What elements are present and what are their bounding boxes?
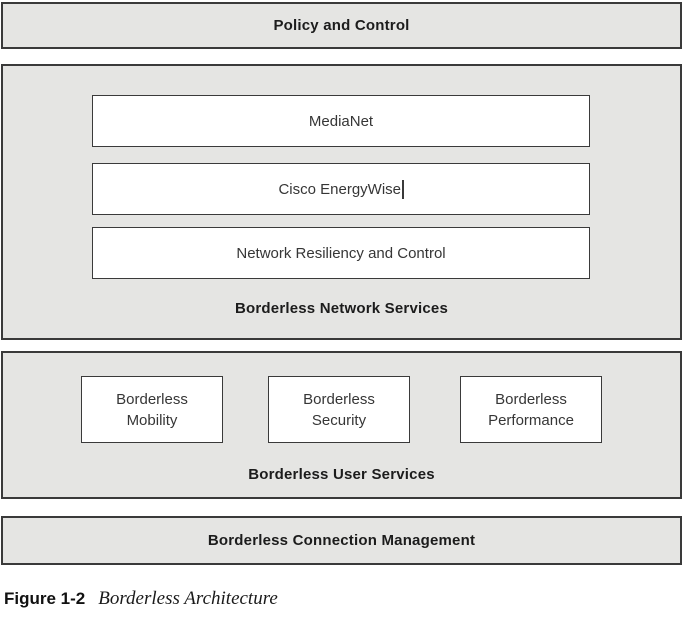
borderless-connection-management-bar: Borderless Connection Management (1, 516, 682, 565)
policy-and-control-bar: Policy and Control (1, 2, 682, 49)
borderless-performance-label: Borderless Performance (488, 390, 574, 429)
borderless-connection-management-label: Borderless Connection Management (207, 532, 476, 549)
borderless-user-services-section: Borderless Mobility Borderless Security … (1, 351, 682, 499)
network-resiliency-box: Network Resiliency and Control (92, 227, 590, 279)
borderless-mobility-label: Borderless Mobility (116, 390, 188, 429)
borderless-user-services-label: Borderless User Services (248, 466, 435, 483)
borderless-security-label: Borderless Security (303, 390, 375, 429)
medianet-box: MediaNet (92, 95, 590, 147)
borderless-mobility-box: Borderless Mobility (81, 376, 223, 443)
borderless-security-box: Borderless Security (268, 376, 410, 443)
text-cursor (402, 179, 404, 199)
medianet-label: MediaNet (308, 112, 374, 130)
borderless-network-services-label: Borderless Network Services (234, 300, 448, 317)
figure-title: Borderless Architecture (98, 588, 278, 609)
figure-number: Figure 1-2 (4, 589, 86, 608)
borderless-performance-box: Borderless Performance (460, 376, 602, 443)
cisco-energywise-label: Cisco EnergyWise (278, 180, 402, 198)
policy-and-control-label: Policy and Control (273, 17, 410, 34)
borderless-network-services-section: MediaNet Cisco EnergyWise Network Resili… (1, 64, 682, 340)
figure-caption: Figure 1-2 Borderless Architecture (4, 588, 278, 610)
cisco-energywise-box: Cisco EnergyWise (92, 163, 590, 215)
network-resiliency-label: Network Resiliency and Control (236, 244, 446, 262)
